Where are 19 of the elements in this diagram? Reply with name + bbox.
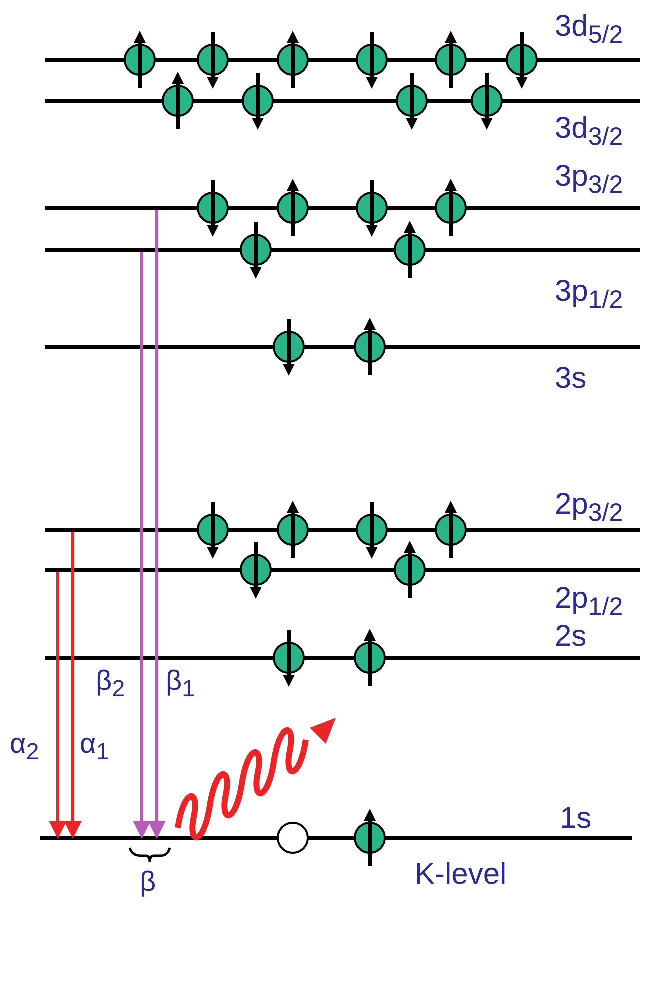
edge-label: β$_{2}$	[96, 665, 126, 704]
brace-label: β	[140, 866, 156, 898]
transition-arrow	[133, 252, 151, 839]
level-label: 2p$_{3/2}$	[555, 488, 624, 529]
level-label: 2s	[555, 620, 587, 654]
transition-arrow	[64, 532, 82, 839]
level-label: 3d$_{3/2}$	[555, 112, 624, 153]
level-label: 3d$_{5/2}$	[555, 10, 624, 51]
edge-label: α$_{2}$	[10, 728, 40, 767]
transition-arrow	[148, 210, 166, 839]
level-label: 3p$_{3/2}$	[555, 160, 624, 201]
level-label: K-level	[415, 858, 507, 892]
edge-label: β$_{1}$	[166, 665, 196, 704]
level-label: 3s	[555, 362, 587, 396]
level-label: 3p$_{1/2}$	[555, 275, 624, 316]
transition-arrow	[49, 572, 67, 839]
level-label: 2p$_{1/2}$	[555, 582, 624, 623]
edge-label: α$_{1}$	[80, 728, 110, 767]
level-label: 1s	[560, 802, 592, 836]
